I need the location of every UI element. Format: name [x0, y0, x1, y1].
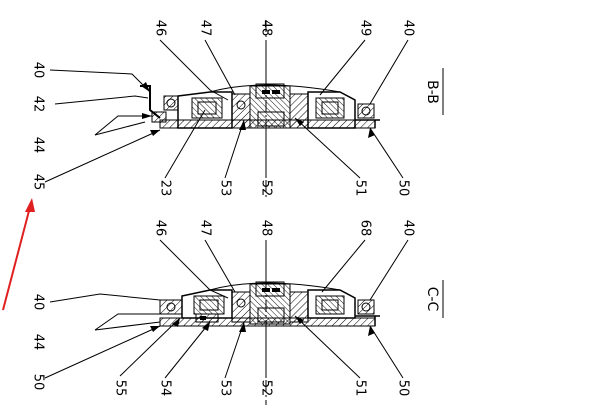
cc-top-label: 46 — [153, 220, 168, 237]
bb-left-label: 45 — [31, 174, 46, 191]
cc-top-label: 48 — [259, 220, 274, 237]
bb-bottom-label: 23 — [158, 180, 173, 197]
bb-top-label: 49 — [358, 20, 373, 37]
bb-bottom-label: 52 — [259, 180, 274, 197]
bb-left-label: 42 — [31, 96, 46, 113]
bb-left-label: 44 — [31, 137, 46, 154]
bb-top-label: 46 — [153, 20, 168, 37]
cc-leaders — [44, 239, 409, 379]
cc-bottom-label: 52 — [259, 380, 274, 397]
bb-section-title: B-B — [424, 80, 440, 104]
cc-bottom-label: 55 — [113, 380, 128, 397]
cc-bottom-label: 51 — [353, 380, 368, 397]
annotation-arrow — [2, 198, 35, 311]
cc-top-label: 40 — [401, 220, 416, 237]
cc-left-label: 40 — [31, 294, 46, 311]
section-cc — [159, 240, 380, 405]
bb-bottom-label: 53 — [218, 180, 233, 197]
cc-left-label: 44 — [31, 334, 46, 351]
cc-top-label: 68 — [358, 220, 373, 237]
cc-top-label: 47 — [198, 220, 213, 237]
bb-bottom-label: 50 — [396, 180, 411, 197]
cc-left-label: 50 — [31, 374, 46, 391]
bb-top-label: 40 — [401, 20, 416, 37]
bb-leaders — [44, 39, 409, 183]
bb-right-housing — [307, 91, 356, 129]
bb-left-label: 40 — [31, 62, 46, 79]
bb-top-label: 48 — [259, 20, 274, 37]
cc-bottom-label: 53 — [218, 380, 233, 397]
cc-section-title: C-C — [424, 287, 440, 312]
cc-bottom-label: 50 — [396, 380, 411, 397]
bb-bottom-label: 51 — [353, 180, 368, 197]
bb-top-label: 47 — [198, 20, 213, 37]
cc-bottom-label: 54 — [158, 380, 173, 397]
cc-right-housing — [307, 289, 356, 319]
section-bb — [140, 20, 380, 200]
